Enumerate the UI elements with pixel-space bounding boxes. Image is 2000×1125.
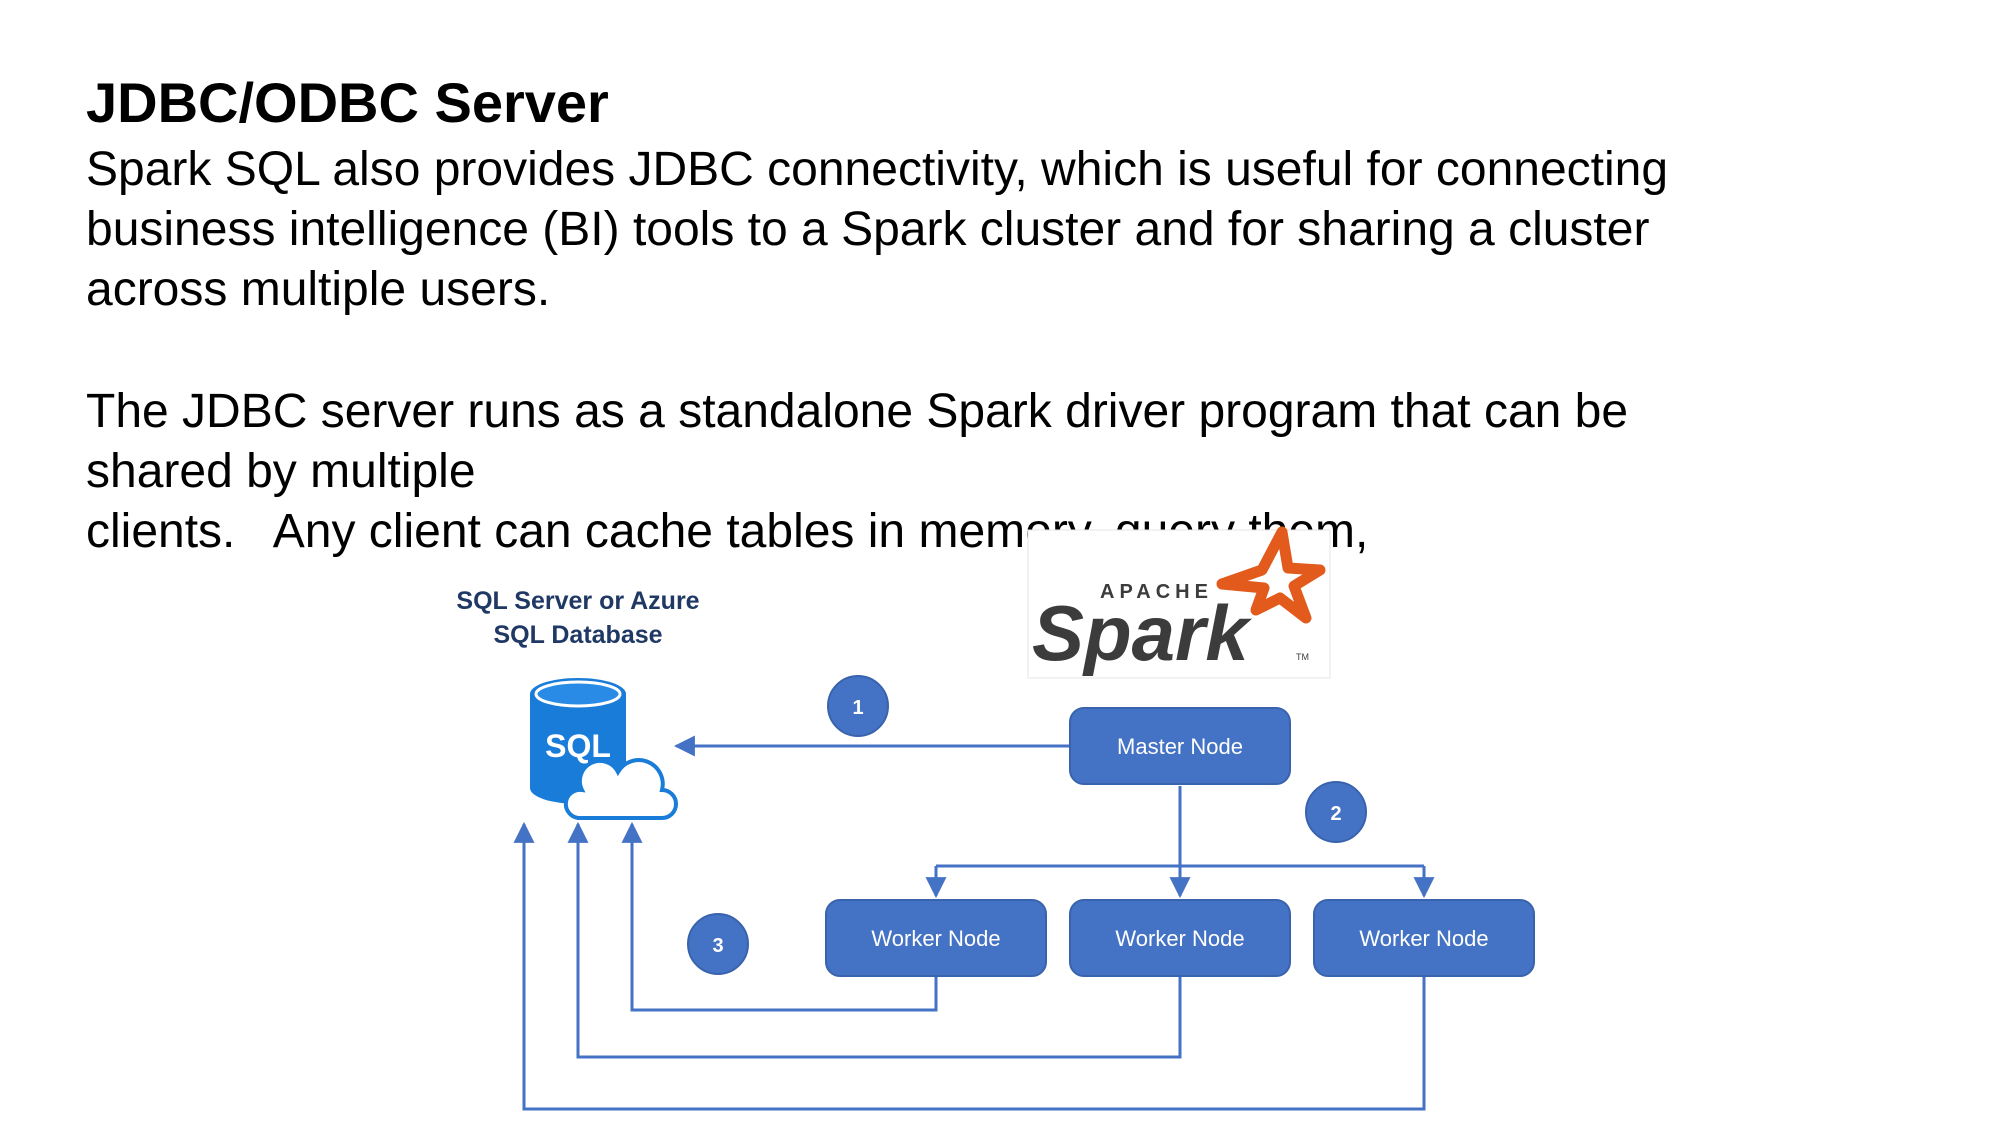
paragraph-2-line-1: The JDBC server runs as a standalone Spa… (86, 385, 1629, 438)
cloud-icon (563, 758, 678, 820)
worker-3-to-database-arrow (513, 821, 1426, 1111)
step-badge-3-label: 3 (712, 935, 723, 957)
worker-node-3: Worker Node (1313, 899, 1535, 977)
step-badge-1-label: 1 (852, 697, 863, 719)
step-badge-1: 1 (827, 675, 889, 737)
worker-node-1-label: Worker Node (871, 926, 1000, 951)
step-badge-2: 2 (1305, 781, 1367, 843)
step-badge-2-label: 2 (1330, 803, 1341, 825)
worker-node-1: Worker Node (825, 899, 1047, 977)
connector-lines (513, 735, 1435, 1111)
paragraph-1-line-2: business intelligence (BI) tools to a Sp… (86, 203, 1650, 256)
paragraph-1-line-3: across multiple users. (86, 263, 551, 316)
spark-logo-text: Spark (1032, 589, 1252, 677)
spark-logo-tm: TM (1296, 652, 1309, 662)
worker-2-to-database-arrow (567, 821, 1182, 1059)
paragraph-1-line-1: Spark SQL also provides JDBC connectivit… (86, 143, 1669, 196)
spark-logo-apache: APACHE (1100, 581, 1213, 603)
worker-node-2-label: Worker Node (1115, 926, 1244, 951)
worker-1-to-database-arrow (621, 821, 938, 1012)
master-node: Master Node (1069, 707, 1291, 785)
paragraph-1: Spark SQL also provides JDBC connectivit… (86, 140, 1668, 320)
database-label-line-2: SQL Database (493, 621, 662, 649)
worker-node-3-label: Worker Node (1359, 926, 1488, 951)
step-badge-3: 3 (687, 913, 749, 975)
sql-database-icon: SQL (530, 678, 678, 820)
apache-spark-logo: APACHE Spark TM (1027, 526, 1331, 679)
worker-node-2: Worker Node (1069, 899, 1291, 977)
master-node-label: Master Node (1117, 734, 1243, 759)
paragraph-2: The JDBC server runs as a standalone Spa… (86, 382, 1628, 502)
spark-star-icon (1216, 526, 1326, 624)
slide-title: JDBC/ODBC Server (86, 71, 609, 134)
paragraph-2-line-2: shared by multiple (86, 445, 476, 498)
database-label-line-1: SQL Server or Azure (456, 587, 699, 615)
sql-icon-text: SQL (545, 728, 611, 764)
